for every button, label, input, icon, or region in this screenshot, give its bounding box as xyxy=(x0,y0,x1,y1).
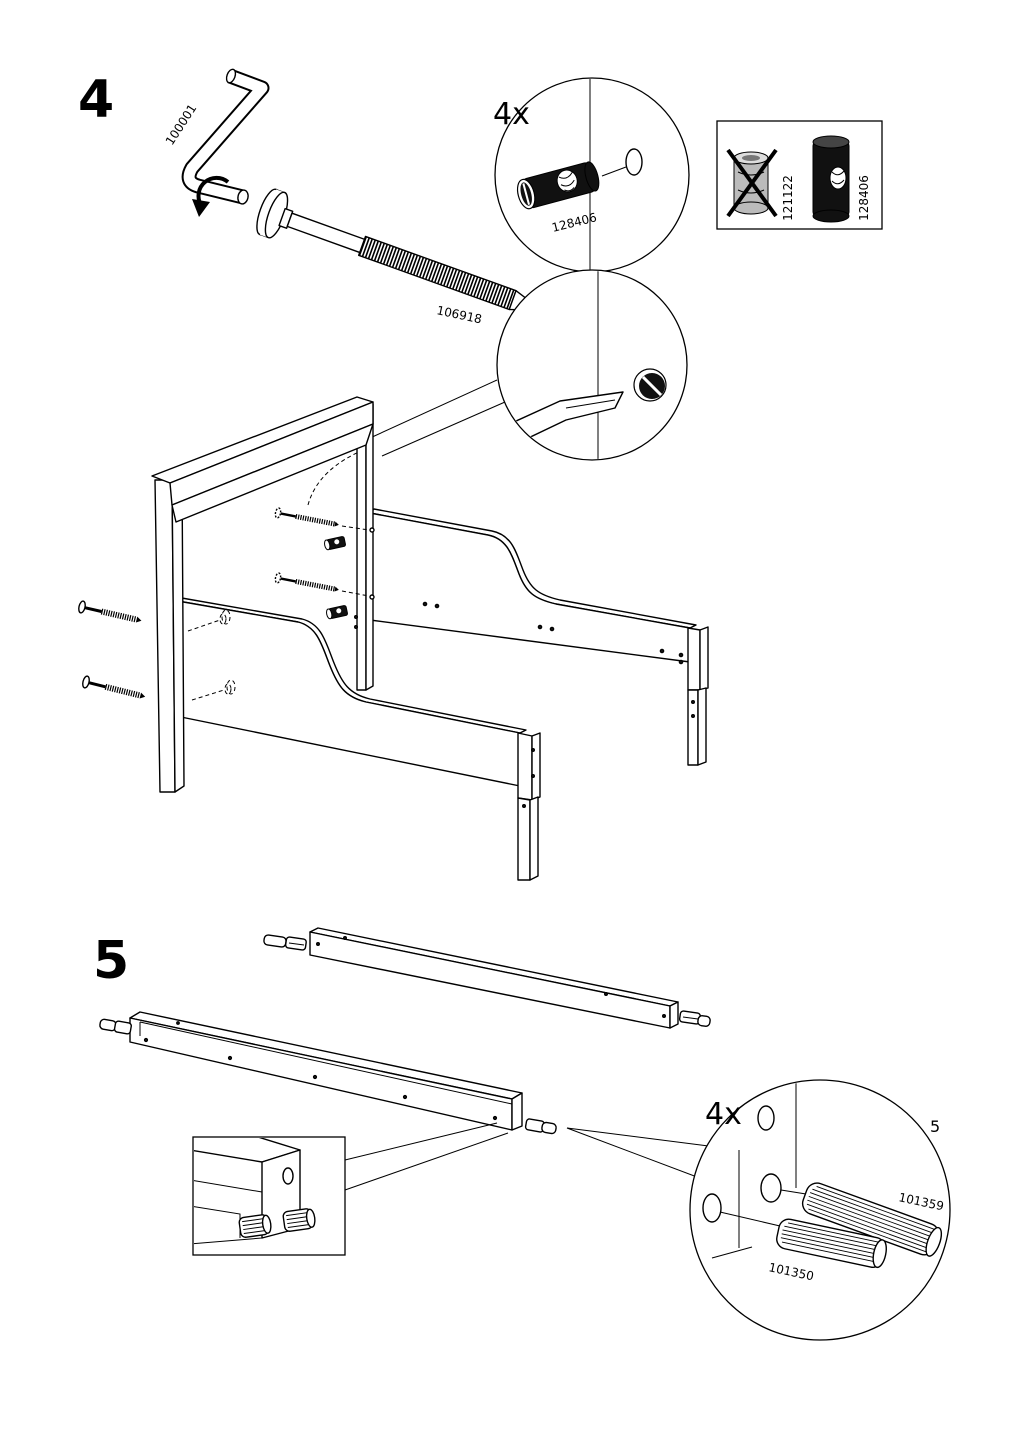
dowel xyxy=(263,934,307,951)
lower-rail xyxy=(129,1011,523,1131)
screw xyxy=(274,507,339,527)
correct-nut xyxy=(812,135,850,223)
page-number: 5 xyxy=(930,1117,940,1136)
barrel-nut xyxy=(516,161,600,210)
step-5: 5 xyxy=(93,927,951,1341)
quantity-label: 4x xyxy=(493,97,530,132)
dowel xyxy=(524,1118,557,1135)
detail-inset-box xyxy=(192,1136,346,1256)
allen-key-icon xyxy=(181,68,270,205)
dowel xyxy=(238,1214,272,1238)
dowel-long xyxy=(801,1182,943,1257)
front-rail-leg xyxy=(517,797,531,881)
detail-guide-line xyxy=(307,447,369,506)
correct-part-number: 128406 xyxy=(857,175,871,221)
dowel xyxy=(99,1018,132,1035)
dowel-hole xyxy=(702,1193,722,1223)
step-number: 4 xyxy=(78,70,114,130)
part-comparison-box: 121122 128406 xyxy=(716,120,883,230)
bed-frame xyxy=(151,396,709,881)
rotate-clockwise-icon xyxy=(192,175,230,217)
dowel-hole xyxy=(757,1105,775,1131)
detail-circle-screwdriver xyxy=(369,269,688,461)
barrel-nut xyxy=(326,605,348,620)
dowel-hole xyxy=(282,1167,294,1185)
dowel xyxy=(282,1208,316,1232)
detail-circle-barrel-nut xyxy=(494,77,690,273)
dowel xyxy=(678,1010,711,1027)
front-side-rail xyxy=(171,599,521,787)
headboard-right-post xyxy=(356,419,367,691)
dowel-short xyxy=(776,1218,887,1269)
allen-key-part-number: 100001 xyxy=(163,102,200,148)
cross-icon xyxy=(726,148,778,218)
detail-circle-dowels xyxy=(689,1079,951,1341)
screw xyxy=(78,600,142,623)
step-number: 5 xyxy=(93,931,129,991)
screw xyxy=(274,572,339,592)
dowel-hole xyxy=(760,1173,782,1203)
upper-rail xyxy=(309,927,679,1029)
step-4: 4 100001 106918 xyxy=(78,68,883,881)
quantity-label: 4x xyxy=(705,1097,742,1132)
detail-pointer xyxy=(566,1127,741,1181)
screw xyxy=(82,675,146,699)
nut-hole xyxy=(625,148,643,176)
bolt-part-number: 106918 xyxy=(435,303,483,326)
nut-slot-end xyxy=(633,368,667,402)
back-side-rail xyxy=(369,512,691,663)
incorrect-part-number: 121122 xyxy=(781,175,795,221)
barrel-nut xyxy=(324,536,346,551)
